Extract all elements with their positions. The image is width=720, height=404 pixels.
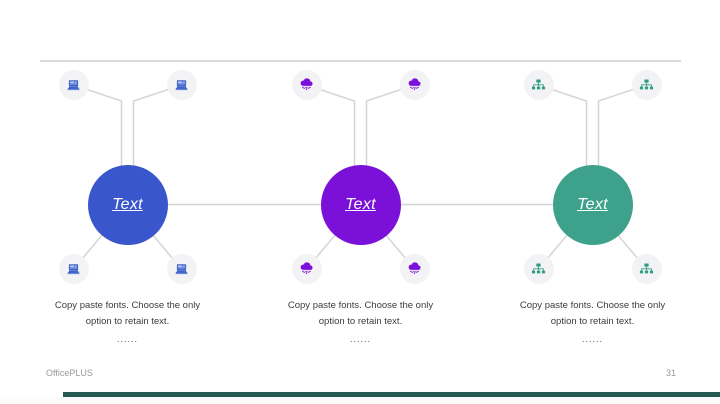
icon-chip: [631, 254, 662, 284]
footer-accent-bar: [63, 392, 720, 397]
laptop-icon: [173, 77, 190, 94]
ellipsis-dots: ......: [116, 334, 138, 344]
icon-chip: [631, 70, 662, 100]
icon-chip: [166, 254, 197, 284]
description-text: Copy paste fonts. Choose the only option…: [287, 300, 434, 327]
icon-chip: [58, 254, 89, 284]
cloud-upload-icon: [298, 77, 315, 94]
ellipsis-dots: ......: [349, 334, 371, 344]
topic-circle: Text: [87, 165, 168, 245]
cloud-upload-icon: [406, 77, 423, 94]
top-divider-line: [40, 60, 681, 62]
icon-chip: [291, 70, 322, 100]
icon-chip: [399, 254, 430, 284]
org-chart-icon: [530, 77, 547, 94]
icon-chip: [291, 254, 322, 284]
org-chart-icon: [638, 261, 655, 278]
topic-group-1: Text Copy paste fonts. Choose the only o…: [13, 70, 243, 360]
icon-chip: [523, 70, 554, 100]
topic-label: Text: [112, 196, 143, 213]
topic-group-3: Text Copy paste fonts. Choose the only o…: [478, 70, 708, 360]
cloud-upload-icon: [298, 261, 315, 278]
page-number: 31: [665, 368, 676, 378]
icon-chip: [523, 254, 554, 284]
ellipsis-dots: ......: [581, 334, 603, 344]
topic-circle: Text: [552, 165, 633, 245]
topic-label: Text: [345, 196, 376, 213]
bottom-strip: [0, 397, 720, 404]
topic-group-2: Text Copy paste fonts. Choose the only o…: [246, 70, 476, 360]
icon-chip: [399, 70, 430, 100]
org-chart-icon: [638, 77, 655, 94]
topic-circle: Text: [320, 165, 401, 245]
icon-chip: [58, 70, 89, 100]
cloud-upload-icon: [406, 261, 423, 278]
footer-brand: OfficePLUS: [46, 368, 93, 378]
laptop-icon: [65, 77, 82, 94]
org-chart-icon: [530, 261, 547, 278]
icon-chip: [166, 70, 197, 100]
laptop-icon: [173, 261, 190, 278]
description-text: Copy paste fonts. Choose the only option…: [519, 300, 666, 327]
description-text: Copy paste fonts. Choose the only option…: [54, 300, 201, 327]
laptop-icon: [65, 261, 82, 278]
topic-label: Text: [577, 196, 608, 213]
